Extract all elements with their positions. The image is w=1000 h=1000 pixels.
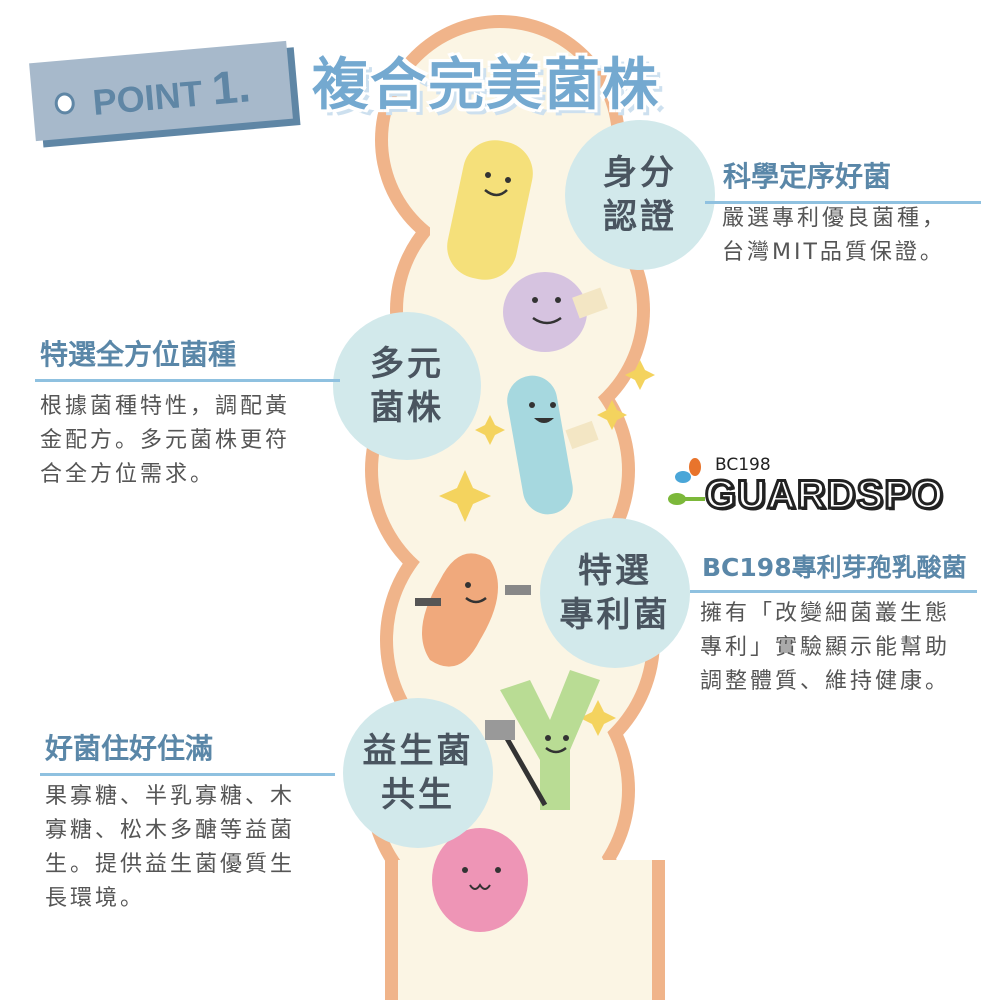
point-label: POINT [90,72,205,123]
section-heading: 好菌住好住滿 [40,727,335,776]
section-heading: 科學定序好菌 [705,155,981,204]
section-heading: 特選全方位菌種 [35,333,340,382]
logo-brand-text: GUARDSPO [703,472,945,519]
body-line: 合全方位需求。 [40,462,216,487]
circle-line: 菌株 [370,388,444,428]
logo-small-text: BC198 [715,455,771,475]
body-line: 嚴選專利優良菌種， [722,206,948,231]
yellow-bacterium-icon [447,140,533,280]
circle-line: 多元 [370,344,444,384]
body-line: 調整體質、維持健康。 [700,669,951,694]
orange-bacterium-icon [415,553,531,667]
green-bacterium-icon [485,670,600,810]
circle-multi-strain: 多元菌株 [333,312,481,460]
circle-identity: 身分認證 [565,120,715,270]
body-line: 寡糖、松木多醣等益菌 [45,818,296,843]
circle-line: 專利菌 [559,595,671,635]
body-line: 專利」實驗顯示能幫助 [700,635,951,660]
circle-line: 益生菌 [362,731,474,771]
body-line: 擁有「改變細菌叢生態 [700,601,951,626]
circle-probiotic-symbiosis: 益生菌共生 [343,698,493,848]
sparkle-icons [439,360,655,736]
purple-bacterium-icon [503,272,608,352]
body-line: 根據菌種特性，調配黃 [40,394,291,419]
pink-bacterium-icon [432,828,528,932]
page-title: 複合完美菌株 [312,53,660,118]
circle-bullet-icon [53,91,76,116]
body-line: 生。提供益生菌優質生 [45,852,296,877]
section-body: 果寡糖、半乳寡糖、木寡糖、松木多醣等益菌生。提供益生菌優質生長環境。 [45,780,295,916]
circle-patent-strain: 特選專利菌 [540,518,690,668]
section-heading: BC198專利芽孢乳酸菌 [690,548,977,593]
body-line: 台灣MIT品質保證。 [722,240,945,265]
point-number: 1. [209,59,253,115]
blue-bacterium-icon [507,375,599,515]
section-body: 根據菌種特性，調配黃金配方。多元菌株更符合全方位需求。 [40,390,290,492]
spoon-logo-icon [668,458,705,505]
circle-line: 身分 [603,153,677,193]
body-line: 果寡糖、半乳寡糖、木 [45,784,296,809]
circle-line: 特選 [578,551,652,591]
circle-line: 認證 [603,197,677,237]
circle-line: 共生 [381,775,455,815]
section-body: 嚴選專利優良菌種， 台灣MIT品質保證。 [722,202,947,270]
section-body: 擁有「改變細菌叢生態專利」實驗顯示能幫助調整體質、維持健康。 [700,597,950,699]
body-line: 金配方。多元菌株更符 [40,428,291,453]
body-line: 長環境。 [45,886,146,911]
